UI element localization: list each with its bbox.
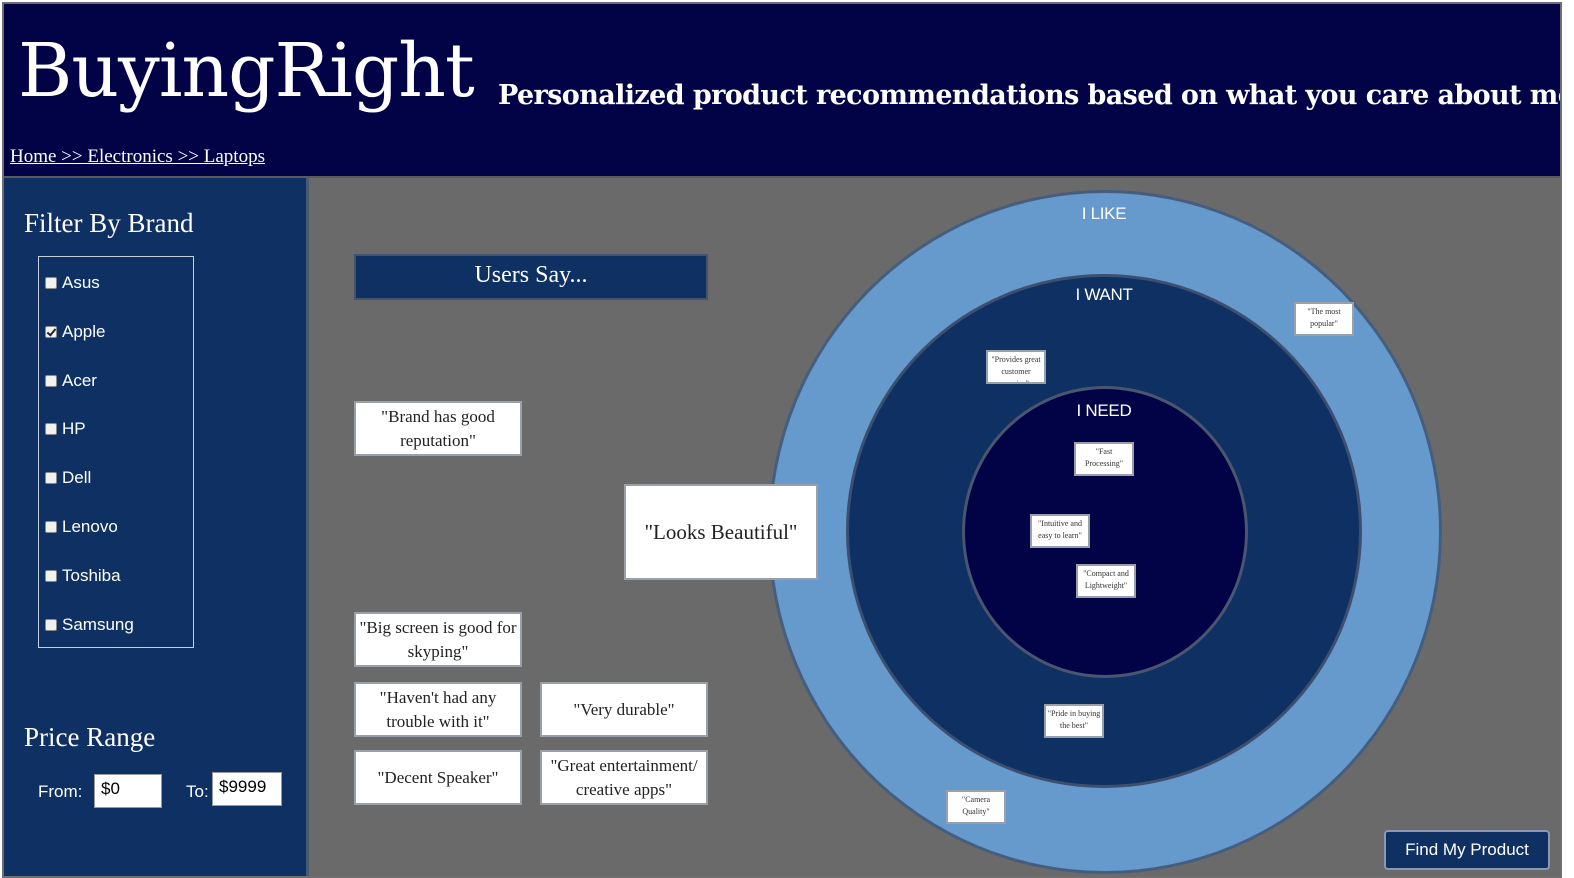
- brand-label: Apple: [62, 322, 106, 341]
- brand-checkbox[interactable]: [45, 375, 57, 387]
- quote-card[interactable]: "Haven't had any trouble with it": [354, 682, 522, 737]
- brand-label: Samsung: [62, 615, 134, 634]
- price-from-input[interactable]: $0: [94, 774, 162, 808]
- quote-card[interactable]: "Decent Speaker": [354, 750, 522, 805]
- header: BuyingRight Personalized product recomme…: [4, 4, 1560, 178]
- brand-option-apple[interactable]: Apple: [45, 322, 105, 342]
- brand-option-toshiba[interactable]: Toshiba: [45, 566, 121, 586]
- ring-label-like: I LIKE: [1081, 204, 1127, 223]
- quote-card-selected[interactable]: "Looks Beautiful": [624, 484, 818, 580]
- brand-option-acer[interactable]: Acer: [45, 371, 97, 391]
- quote-card[interactable]: "Great entertainment/ creative apps": [540, 750, 708, 805]
- quote-card[interactable]: "Brand has good reputation": [354, 401, 522, 456]
- ring-label-want: I WANT: [1075, 285, 1133, 304]
- brand-checkbox[interactable]: [45, 570, 57, 582]
- brand-label: Lenovo: [62, 517, 118, 536]
- brand-checkbox[interactable]: [45, 423, 57, 435]
- brand-label: Asus: [62, 273, 100, 292]
- filter-by-brand-heading: Filter By Brand: [24, 208, 194, 238]
- brand-option-hp[interactable]: HP: [45, 419, 86, 439]
- brand-filter-list: Asus Apple Acer HP Dell Lenovo: [38, 256, 194, 648]
- users-say-heading: Users Say...: [354, 254, 708, 300]
- brand-checkbox[interactable]: [45, 277, 57, 289]
- brand-checkbox[interactable]: [45, 326, 57, 338]
- brand-option-lenovo[interactable]: Lenovo: [45, 517, 118, 537]
- sidebar: Filter By Brand Asus Apple Acer HP Dell: [4, 178, 309, 876]
- ring-i-need[interactable]: [962, 386, 1248, 678]
- brand-label: Acer: [62, 371, 97, 390]
- price-to-label: To:: [186, 782, 209, 801]
- placed-chip[interactable]: "Intuitive and easy to learn": [1030, 514, 1090, 548]
- breadcrumb[interactable]: Home >> Electronics >> Laptops: [10, 146, 265, 167]
- placed-chip[interactable]: "Camera Quality": [946, 790, 1006, 824]
- brand-option-samsung[interactable]: Samsung: [45, 615, 134, 635]
- brand-option-dell[interactable]: Dell: [45, 468, 91, 488]
- find-my-product-button[interactable]: Find My Product: [1384, 830, 1550, 870]
- placed-chip[interactable]: "Fast Processing": [1074, 442, 1134, 476]
- brand-checkbox[interactable]: [45, 619, 57, 631]
- brand-label: Toshiba: [62, 566, 121, 585]
- brand-option-asus[interactable]: Asus: [45, 273, 100, 293]
- price-from-label: From:: [38, 782, 83, 801]
- logo[interactable]: BuyingRight: [18, 28, 475, 114]
- placed-chip[interactable]: "Provides great customer service": [986, 350, 1046, 384]
- brand-checkbox[interactable]: [45, 521, 57, 533]
- placed-chip[interactable]: "Pride in buying the best": [1044, 704, 1104, 738]
- price-range-heading: Price Range: [24, 722, 156, 752]
- placed-chip[interactable]: "The most popular": [1294, 302, 1354, 336]
- brand-checkbox[interactable]: [45, 472, 57, 484]
- price-to-input[interactable]: $9999: [212, 772, 282, 806]
- brand-label: Dell: [62, 468, 92, 487]
- tagline: Personalized product recommendations bas…: [498, 80, 1562, 111]
- placed-chip[interactable]: "Compact and Lightweight": [1076, 564, 1136, 598]
- quote-card[interactable]: "Big screen is good for skyping": [354, 612, 522, 667]
- quote-card[interactable]: "Very durable": [540, 682, 708, 737]
- ring-label-need: I NEED: [1076, 401, 1132, 420]
- brand-label: HP: [62, 419, 86, 438]
